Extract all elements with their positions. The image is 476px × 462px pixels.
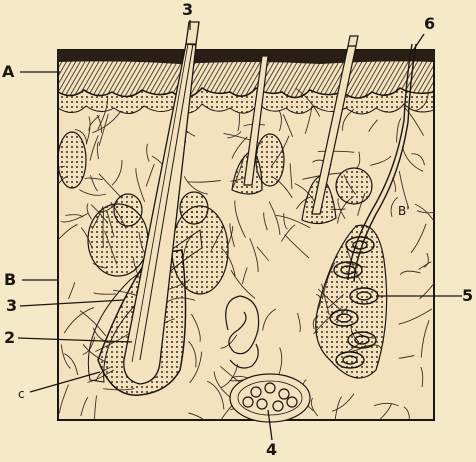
label-hair-follicle: c [18, 388, 25, 400]
label-fat-lobule: 4 [266, 442, 277, 458]
fat-lobule [230, 374, 310, 422]
label-hair-shaft-top: 3 [182, 2, 193, 18]
label-hair-shaft-side: 3 [6, 298, 17, 314]
fiber-strand [37, 245, 58, 261]
label-dermis-right: B' [398, 205, 410, 217]
epidermis [58, 50, 434, 114]
label-sweat-duct: 6 [424, 16, 435, 32]
label-epidermis: A [2, 64, 14, 80]
label-sweat-gland: 5 [462, 288, 473, 304]
label-dermis: B [4, 272, 16, 288]
label-hair-bulb: 2 [4, 330, 15, 346]
